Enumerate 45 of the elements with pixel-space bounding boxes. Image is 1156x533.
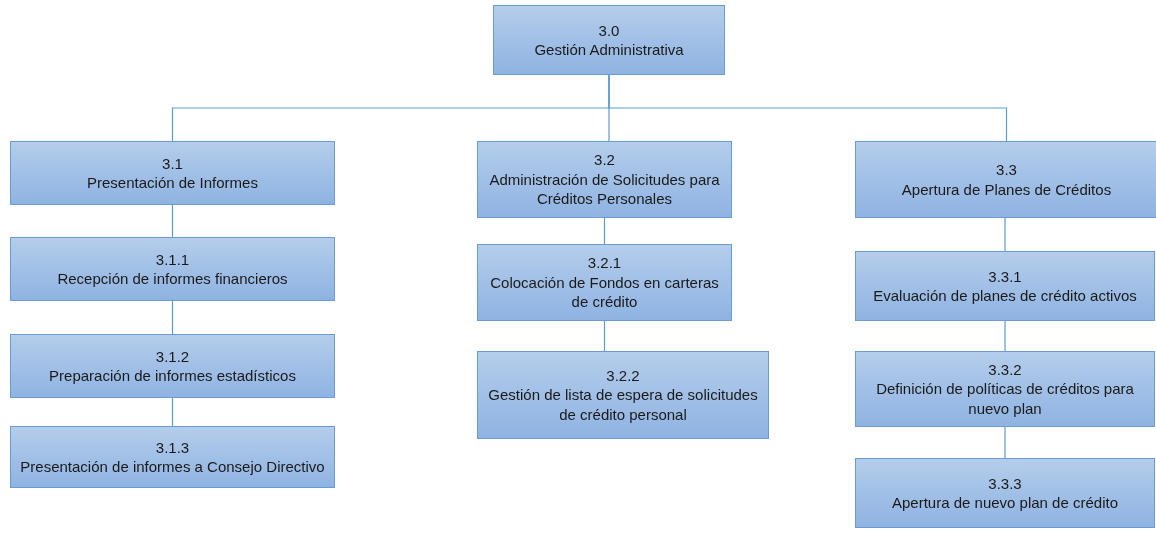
process-box bbox=[493, 5, 725, 75]
node-title: Colocación de Fondos en carteras de crédito bbox=[489, 272, 720, 312]
process-box bbox=[855, 458, 1155, 528]
node-number: 3.2.2 bbox=[606, 365, 640, 386]
node-number: 3.3.1 bbox=[988, 266, 1022, 286]
node-title: Preparación de informes estadísticos bbox=[49, 366, 296, 386]
process-box bbox=[477, 351, 769, 439]
process-box bbox=[10, 334, 335, 398]
connector-line bbox=[171, 397, 174, 427]
connector-line bbox=[603, 320, 606, 352]
node-number: 3.1.2 bbox=[155, 346, 190, 366]
connector-line bbox=[603, 217, 606, 245]
connector-line bbox=[1004, 426, 1006, 459]
node-title: Apertura de nuevo plan de crédito bbox=[892, 493, 1118, 513]
process-box bbox=[855, 351, 1155, 427]
node-title: Presentación de informes a Consejo Directivo bbox=[20, 457, 325, 477]
node-number: 3.1.3 bbox=[155, 437, 190, 457]
node-number: 3.1 bbox=[162, 153, 183, 173]
connector-line bbox=[1004, 217, 1006, 252]
node-number: 3.2.1 bbox=[587, 253, 622, 273]
process-box bbox=[855, 251, 1155, 321]
connector-line bbox=[1004, 320, 1006, 352]
node-number: 3.3.2 bbox=[988, 359, 1022, 380]
node-number: 3.3.3 bbox=[988, 473, 1022, 493]
process-box bbox=[10, 237, 335, 301]
node-title: Gestión de lista de espera de solicitudes de crédito personal bbox=[487, 385, 759, 425]
node-title: Definición de políticas de créditos para nuevo plan bbox=[875, 379, 1135, 419]
node-number: 3.1.1 bbox=[155, 249, 190, 269]
node-title: Evaluación de planes de crédito activos bbox=[873, 286, 1137, 306]
node-title: Apertura de Planes de Créditos bbox=[901, 179, 1112, 199]
connector-line bbox=[608, 74, 1008, 142]
process-box bbox=[855, 141, 1156, 218]
connector-line bbox=[171, 300, 174, 335]
node-number: 3.3 bbox=[996, 160, 1017, 180]
node-title: Administración de Solicitudes para Créditos Personales bbox=[488, 169, 721, 209]
process-box bbox=[10, 141, 335, 205]
process-box bbox=[10, 426, 335, 488]
node-number: 3.0 bbox=[598, 20, 620, 40]
node-title: Gestión Administrativa bbox=[534, 40, 684, 60]
node-title: Presentación de Informes bbox=[87, 173, 258, 193]
connector-line bbox=[171, 204, 174, 238]
process-box bbox=[477, 141, 732, 218]
node-number: 3.2 bbox=[594, 150, 615, 170]
process-box bbox=[477, 244, 732, 321]
node-title: Recepción de informes financieros bbox=[57, 269, 288, 289]
